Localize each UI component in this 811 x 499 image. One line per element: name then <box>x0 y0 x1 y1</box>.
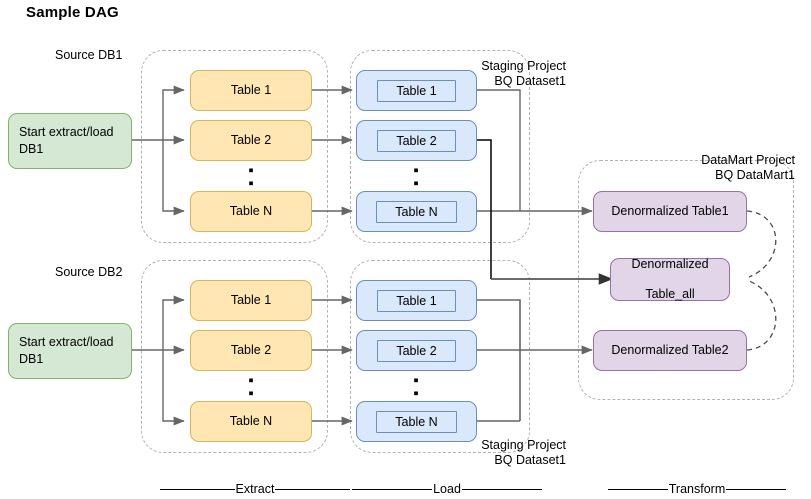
node-load-top-table-n[interactable]: Table N <box>356 191 477 232</box>
ellipsis-dot: ▪ <box>413 162 419 179</box>
group-container-source-db2 <box>141 260 328 453</box>
node-extract-bottom-table-n[interactable]: Table N <box>190 401 312 442</box>
phase-load-label: Load <box>433 482 461 496</box>
node-denormalized-table2[interactable]: Denormalized Table2 <box>593 330 747 371</box>
phase-rule-left <box>160 488 235 490</box>
load-top-table-2-chip: Table 2 <box>377 129 456 152</box>
load-bottom-table-1-chip: Table 1 <box>377 289 456 312</box>
group-container-staging-bottom <box>350 260 530 453</box>
group-container-source-db1 <box>141 50 328 243</box>
label-staging-top: Staging Project BQ Dataset1 <box>481 59 566 88</box>
ellipsis-dot: ▪ <box>413 372 419 389</box>
node-start-extract-load-db1-bottom[interactable]: Start extract/load DB1 <box>8 323 132 379</box>
group-container-staging-top <box>350 50 530 243</box>
load-top-ellipsis: ▪ ▪ <box>404 162 428 192</box>
node-extract-bottom-table-1[interactable]: Table 1 <box>190 280 312 321</box>
ellipsis-dot: ▪ <box>248 372 254 389</box>
phase-rule-left <box>608 488 668 490</box>
node-load-bottom-table-n[interactable]: Table N <box>356 401 477 442</box>
ellipsis-dot: ▪ <box>413 175 419 192</box>
load-top-table-1-chip: Table 1 <box>377 79 456 102</box>
node-extract-top-table-1[interactable]: Table 1 <box>190 70 312 111</box>
node-load-top-table-1[interactable]: Table 1 <box>356 70 477 111</box>
load-top-table-n-chip: Table N <box>376 200 457 223</box>
phase-rule-left <box>352 488 433 490</box>
phase-rule-right <box>275 488 350 490</box>
node-start-extract-load-db1-top[interactable]: Start extract/load DB1 <box>8 113 132 169</box>
node-extract-top-table-n[interactable]: Table N <box>190 191 312 232</box>
load-bottom-table-2-chip: Table 2 <box>377 339 456 362</box>
page-title: Sample DAG <box>26 4 119 21</box>
node-load-bottom-table-2[interactable]: Table 2 <box>356 330 477 371</box>
extract-top-ellipsis: ▪ ▪ <box>239 162 263 192</box>
load-bottom-table-n-chip: Table N <box>376 410 457 433</box>
phase-load: Load <box>352 482 542 496</box>
node-load-top-table-2[interactable]: Table 2 <box>356 120 477 161</box>
phase-rule-right <box>726 488 786 490</box>
label-source-db1: Source DB1 <box>55 48 123 62</box>
ellipsis-dot: ▪ <box>248 162 254 179</box>
ellipsis-dot: ▪ <box>413 385 419 402</box>
phase-extract: Extract <box>160 482 350 496</box>
ellipsis-dot: ▪ <box>248 175 254 192</box>
label-datamart: DataMart Project BQ DataMart1 <box>701 153 795 182</box>
node-extract-top-table-2[interactable]: Table 2 <box>190 120 312 161</box>
phase-extract-label: Extract <box>235 482 275 496</box>
label-source-db2: Source DB2 <box>55 265 123 279</box>
phase-transform-label: Transform <box>668 482 726 496</box>
label-staging-bottom: Staging Project BQ Dataset1 <box>481 438 566 467</box>
node-denormalized-table1[interactable]: Denormalized Table1 <box>593 191 747 232</box>
extract-bottom-ellipsis: ▪ ▪ <box>239 372 263 402</box>
group-container-datamart <box>578 160 794 400</box>
load-bottom-ellipsis: ▪ ▪ <box>404 372 428 402</box>
phase-transform: Transform <box>608 482 786 496</box>
node-load-bottom-table-1[interactable]: Table 1 <box>356 280 477 321</box>
ellipsis-dot: ▪ <box>248 385 254 402</box>
node-denormalized-table-all[interactable]: Denormalized Table_all <box>610 257 730 301</box>
phase-rule-right <box>461 488 542 490</box>
node-extract-bottom-table-2[interactable]: Table 2 <box>190 330 312 371</box>
